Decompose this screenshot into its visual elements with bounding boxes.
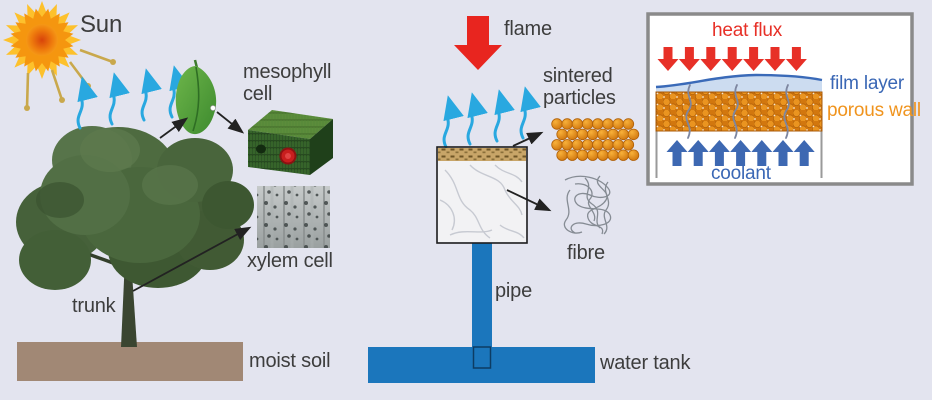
sintered-particles-label: sintered particles: [543, 65, 616, 110]
vapor-paths: [685, 84, 790, 139]
pipe-rect: [472, 243, 492, 369]
mesophyll-cell-image: [248, 110, 333, 175]
vapor-arrows-middle: [442, 86, 541, 149]
coolant-label: coolant: [711, 163, 771, 184]
sun-icon: [3, 1, 81, 79]
film-layer-label: film layer: [830, 73, 905, 94]
moist-soil-rect: [17, 342, 243, 381]
arrow-trunk-to-xylem: [132, 226, 252, 292]
porous-wall-band: [655, 91, 823, 132]
coolant-arrows: [666, 140, 815, 166]
xylem-cell-image: [257, 186, 330, 248]
flame-label: flame: [504, 18, 552, 40]
arrow-container-to-fibre: [506, 189, 552, 212]
sintered-particles-image: [551, 118, 640, 161]
arrow-container-to-particles: [512, 131, 544, 147]
heat-flux-label: heat flux: [712, 20, 783, 41]
sun-label: Sun: [80, 11, 123, 38]
heat-flux-arrows: [657, 47, 807, 71]
fibre-label: fibre: [567, 242, 605, 264]
annotation-arrows-middle: [506, 131, 552, 212]
trunk-label: trunk: [72, 295, 116, 317]
tree-image: [16, 126, 254, 347]
stoma-dot-icon: [210, 105, 216, 111]
inset-panel: [646, 12, 914, 186]
xylem-cell-label: xylem cell: [247, 250, 333, 272]
porous-container-image: [436, 146, 528, 244]
sintered-layer: [438, 148, 526, 161]
water-tank-label: water tank: [600, 352, 691, 374]
leaf-icon: [175, 59, 217, 135]
sun-rays: [24, 48, 116, 111]
flame-arrow-icon: [454, 16, 502, 70]
arrow-canopy-to-leaf: [159, 117, 189, 139]
porous-wall-label: porous wall: [827, 100, 921, 121]
film-layer-shape: [655, 73, 823, 92]
water-tank-rect: [368, 347, 595, 383]
pipe-label: pipe: [495, 280, 533, 302]
moist-soil-label: moist soil: [249, 350, 331, 372]
arrow-leaf-to-mesophyll: [216, 111, 245, 134]
annotation-arrows-left: [132, 111, 252, 292]
mesophyll-cell-label: mesophyll cell: [243, 61, 332, 106]
vapor-arrows-left: [76, 65, 190, 130]
fibre-image: [563, 175, 612, 235]
